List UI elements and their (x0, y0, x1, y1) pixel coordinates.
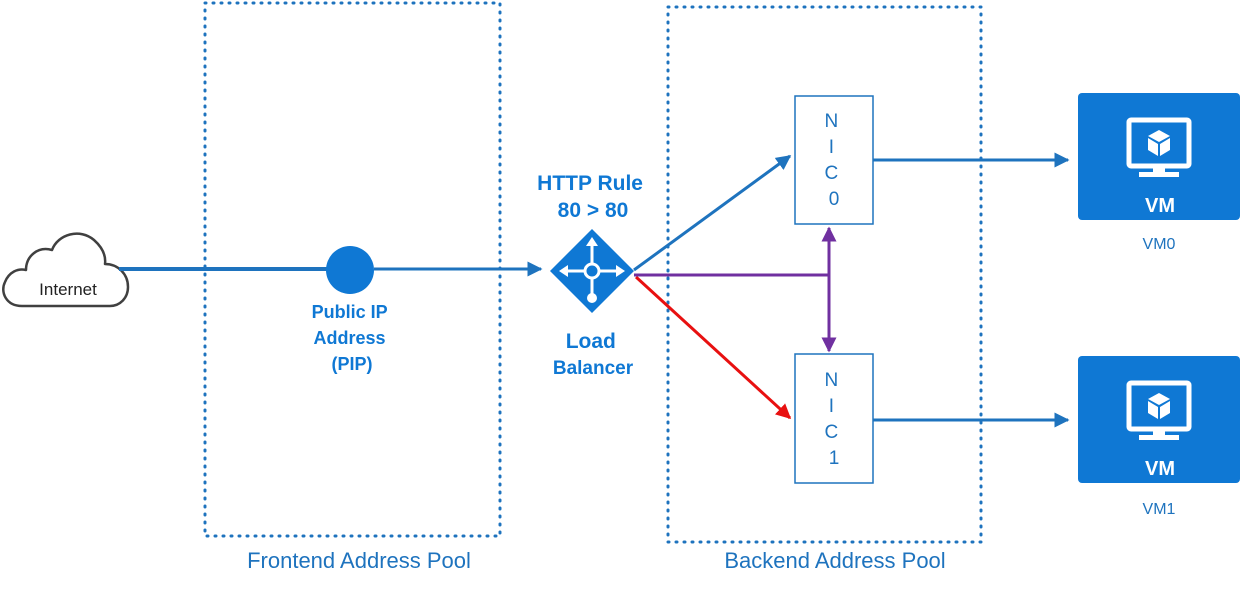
backend-pool-label: Backend Address Pool (724, 548, 945, 573)
svg-text:N I C 1: N I C 1 (824, 370, 843, 469)
nic1-letter-1: N (824, 370, 838, 391)
pip-label: Public IP Address (PIP) (312, 302, 393, 374)
http-rule-label: HTTP Rule 80 > 80 (537, 172, 649, 222)
load-balancer-icon (550, 229, 634, 313)
vm1-badge: VM (1145, 458, 1175, 480)
svg-text:N I C 0: N I C 0 (824, 111, 843, 210)
http-rule-line2: 80 > 80 (558, 199, 629, 222)
nic0-letter-2: I (829, 137, 834, 158)
cloud-icon (2, 232, 130, 308)
nic0-letter-1: N (824, 111, 838, 132)
nic0-letter-3: C (824, 163, 838, 184)
frontend-pool-label: Frontend Address Pool (247, 548, 471, 573)
http-rule-line1: HTTP Rule (537, 172, 643, 195)
vm0-caption: VM0 (1143, 236, 1176, 253)
vm1-monitor-cube-icon (1126, 380, 1192, 440)
internet-cloud: Internet (2, 232, 130, 308)
vm1-tile: VM (1078, 356, 1240, 483)
nic1-letter-3: C (824, 422, 838, 443)
nic1-box: N I C 1 (794, 353, 874, 484)
public-ip-dot-icon (326, 246, 374, 294)
vm0-badge: VM (1145, 195, 1175, 217)
pip-label-line3: (PIP) (331, 354, 372, 374)
vm0-tile: VM (1078, 93, 1240, 220)
load-balancer-label: Load Balancer (553, 330, 634, 379)
lb-to-nic0-arrow (633, 154, 792, 272)
lb-label-line1: Load (566, 330, 616, 353)
lb-to-nic1-arrow (634, 275, 792, 420)
internet-label: Internet (39, 280, 97, 299)
nic0-box: N I C 0 (794, 95, 874, 225)
nic1-letter-4: 1 (829, 448, 840, 469)
pip-label-line1: Public IP (312, 302, 388, 322)
vm1-caption: VM1 (1143, 501, 1176, 518)
nic0-letter-4: 0 (829, 189, 840, 210)
vm0-monitor-cube-icon (1126, 117, 1192, 177)
nic1-letter-2: I (829, 396, 834, 417)
lb-label-line2: Balancer (553, 358, 634, 379)
pip-label-line2: Address (313, 328, 385, 348)
